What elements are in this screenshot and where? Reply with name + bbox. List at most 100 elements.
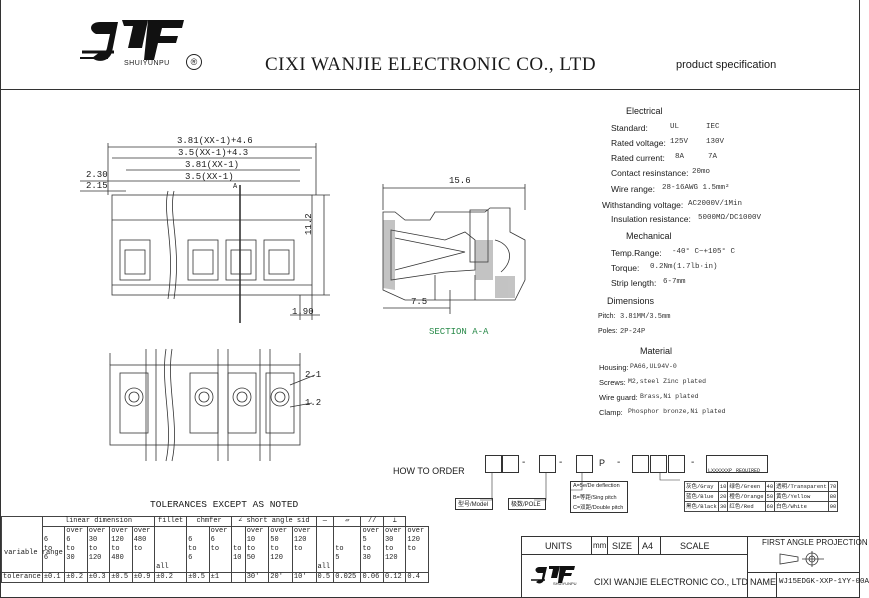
tolerance-value: ±0.5 [186, 572, 210, 583]
tolerance-label: tolerance [1, 572, 43, 583]
dim-230: 2.30 [86, 170, 108, 180]
header-angle-text: short angle sid [246, 517, 310, 525]
spec-value: 130V [706, 138, 725, 146]
header-fillet: fillet [154, 516, 188, 527]
range-all: all [317, 563, 331, 571]
dim-pitch-381: 3.81(XX-1) [185, 160, 240, 170]
tolerance-value: 0.12 [382, 572, 407, 583]
title-block-line [638, 536, 639, 554]
color-name: 绿色/Green [727, 481, 766, 492]
spec-value: AC2000V/1Min [688, 200, 743, 208]
order-pole-label: 极数/POLE [511, 502, 541, 508]
range-to: to [407, 545, 416, 553]
spec-poles: Poles:2P-24P [598, 328, 645, 336]
range-to: to [384, 545, 394, 553]
tolerance-value: 0.025 [333, 572, 362, 583]
tolerance-value: 30' [244, 572, 270, 583]
title-block-company: CIXI WANJIE ELECTRONIC CO., LTD [594, 577, 749, 587]
spec-temp: Temp.Range:-40° C~+105° C [611, 248, 735, 258]
dim-side-156: 15.6 [449, 176, 471, 186]
tolerance-value: ±0.5 [109, 572, 133, 583]
logo-icon [531, 566, 575, 584]
color-name: 灰色/Gray [684, 481, 719, 492]
spec-label: Standard: [611, 123, 648, 133]
order-custom-b: REQUIRED [736, 468, 761, 474]
color-code: 40 [764, 481, 776, 492]
title-block-line [776, 572, 777, 597]
tolerance-value: 0.4 [405, 572, 429, 583]
registered-mark: ® [186, 54, 202, 70]
spec-value: M2,steel Zinc plated [628, 378, 707, 385]
spec-insulation: Insulation resistance:5000MΩ/DC1000V [611, 214, 761, 224]
color-code: 80 [827, 491, 839, 502]
dim-215: 2.15 [86, 181, 108, 191]
tolerance-value: ±1 [208, 572, 233, 583]
spec-label: Pitch: [598, 313, 616, 320]
title-block-line [591, 536, 592, 554]
spec-contact: Contact resinstance:20mo [611, 168, 710, 178]
range-bot: 5 [335, 554, 340, 562]
header-divider [0, 89, 860, 90]
order-custom-a: LXXXXXXP [708, 468, 733, 474]
name-value: WJ15EDGK-XXP-1YY-00A [779, 578, 869, 586]
color-code: 70 [827, 481, 839, 492]
range-top: over [362, 527, 380, 535]
order-code-box [650, 455, 667, 473]
spec-torque: Torque:0.2Nm(1.7lb·in) [611, 263, 718, 273]
spec-clamp: Clamp:Phosphor bronze,Ni plated [599, 408, 726, 417]
range-to: to [43, 545, 53, 553]
color-code: 50 [764, 491, 776, 502]
tolerance-value: ±0.2 [64, 572, 88, 583]
top-view-drawing [109, 348, 316, 462]
spec-value: 0.2Nm(1.7lb·in) [650, 263, 718, 271]
color-name: 蓝色/Blue [684, 491, 719, 502]
order-dash: - [522, 457, 526, 468]
table-row: linear dimension fillet chmfer ∠ short a… [1, 516, 429, 573]
color-code: 20 [717, 491, 729, 502]
spec-label: Contact resinstance: [611, 168, 689, 178]
spec-value: UL [670, 123, 680, 131]
section-label: SECTION A-A [429, 327, 489, 337]
order-model-box: 型号/Model [455, 498, 493, 510]
color-code: 10 [717, 481, 729, 492]
frame-left [0, 0, 1, 598]
dim-height-112: 11.2 [304, 213, 314, 235]
range-mid: 6 [188, 536, 193, 544]
parallel-icon: // [368, 517, 377, 525]
spec-label: Housing: [599, 363, 629, 372]
color-code: 60 [764, 501, 776, 512]
section-view-drawing [382, 184, 526, 314]
order-code-box [668, 455, 685, 473]
dim-top-21: 2.1 [305, 370, 322, 380]
range-cell: all [154, 526, 188, 573]
header-angle: ∠ short angle sid [231, 516, 317, 527]
range-top: over [384, 527, 402, 535]
dim-top-12: 1.2 [305, 398, 322, 408]
dimensions-title: Dimensions [607, 296, 655, 306]
range-mid: 480 [133, 536, 147, 544]
spec-strip: Strip length:6-7mm [611, 278, 686, 288]
table-row: tolerance ±0.1 ±0.2 ±0.3 ±0.5 ±0.9 ±0.2 … [1, 572, 429, 583]
flatness-icon: ▱ [345, 517, 350, 525]
header-flatness: ▱ [333, 516, 362, 527]
title-block-line [747, 536, 748, 597]
range-bot: 120 [88, 554, 102, 562]
order-model-label: 型号/Model [458, 502, 489, 508]
electrical-title: Electrical [626, 106, 663, 116]
range-to: to [293, 545, 303, 553]
cell-empty [1, 516, 43, 573]
spec-label: Wire guard: [599, 393, 638, 402]
range-mid: 6 [43, 536, 49, 544]
color-name: 透明/Transparent [774, 481, 829, 492]
angle-icon: ∠ [238, 517, 247, 525]
spec-value: 2P-24P [620, 328, 646, 336]
range-mid: 30 [384, 536, 394, 544]
spec-value: 3.81MM/3.5mm [620, 313, 671, 321]
